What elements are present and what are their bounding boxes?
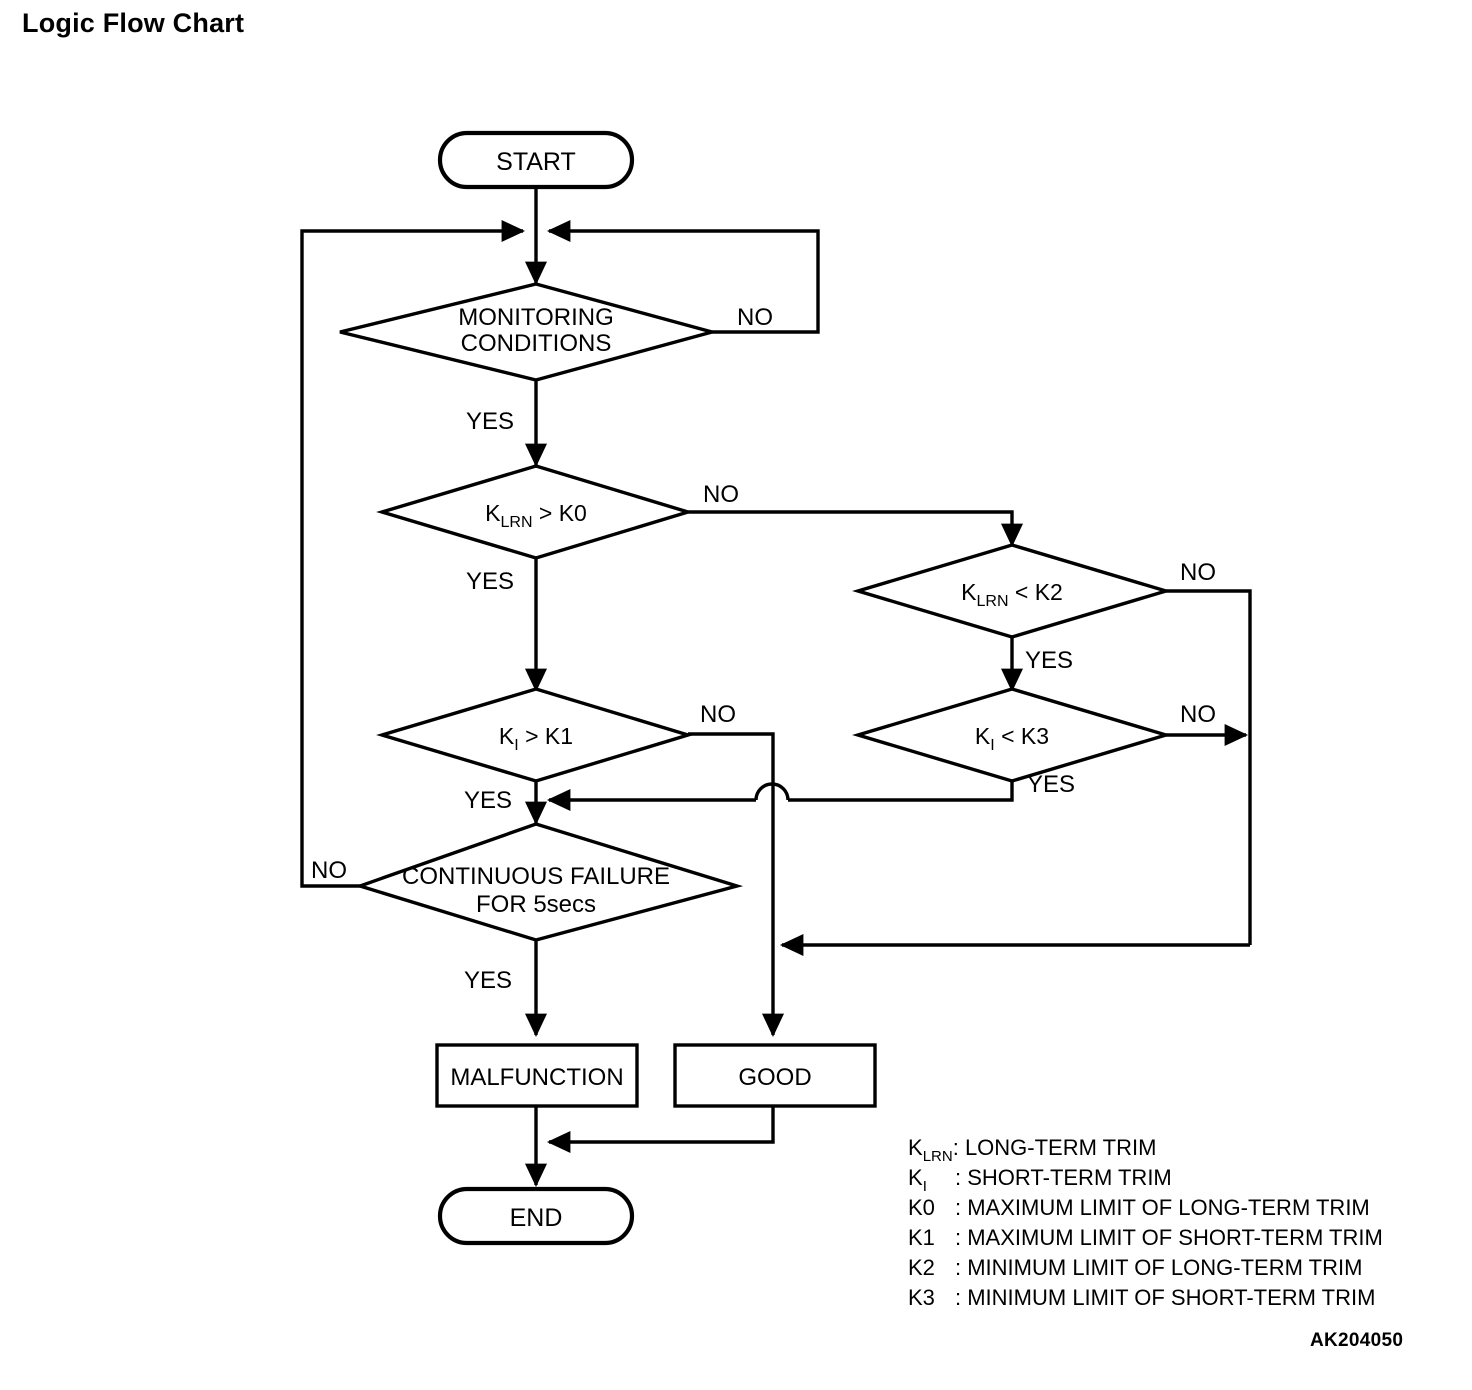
node-good[interactable]: GOOD (673, 1043, 877, 1108)
legend-row-2: K0: MAXIMUM LIMIT OF LONG-TERM TRIM (908, 1195, 1370, 1220)
node-continuous-failure[interactable]: CONTINUOUS FAILURE FOR 5secs (354, 822, 744, 942)
legend: KLRN: LONG-TERM TRIM KI: SHORT-TERM TRIM… (908, 1135, 1383, 1310)
node-ki-gt-k1[interactable]: KI > K1 (376, 687, 694, 783)
label-klrn-gt-k0-yes: YES (466, 568, 514, 595)
label-ki-gt-k1-yes: YES (464, 787, 512, 814)
page-title: Logic Flow Chart (22, 8, 245, 38)
label-monitor-yes: YES (466, 408, 514, 435)
edge-monitor-no-loopback (546, 219, 820, 334)
node-continuous-failure-line1: CONTINUOUS FAILURE (402, 863, 670, 890)
edge-klrn-gt-k0-no (688, 510, 1024, 548)
legend-row-1: KI: SHORT-TERM TRIM (908, 1165, 1172, 1195)
node-malfunction-label: MALFUNCTION (450, 1064, 623, 1091)
node-klrn-gt-k0[interactable]: KLRN > K0 (376, 464, 694, 560)
edge-good-to-end (546, 1106, 775, 1154)
node-end-label: END (510, 1204, 563, 1232)
node-monitoring-line2: CONDITIONS (461, 330, 612, 357)
node-start[interactable]: START (437, 130, 635, 190)
legend-row-3: K1: MAXIMUM LIMIT OF SHORT-TERM TRIM (908, 1225, 1383, 1250)
label-klrn-lt-k2-yes: YES (1025, 647, 1073, 674)
node-continuous-failure-line2: FOR 5secs (476, 891, 596, 918)
node-end[interactable]: END (437, 1186, 635, 1246)
node-good-label: GOOD (738, 1064, 811, 1091)
node-monitoring-conditions[interactable]: MONITORING CONDITIONS (339, 282, 719, 382)
node-ki-lt-k3-label: KI < K3 (975, 723, 1049, 754)
node-klrn-gt-k0-label: KLRN > K0 (485, 500, 587, 531)
legend-row-5: K3: MINIMUM LIMIT OF SHORT-TERM TRIM (908, 1285, 1375, 1310)
figure-code: AK204050 (1310, 1330, 1404, 1351)
label-ki-lt-k3-no: NO (1180, 701, 1216, 728)
legend-row-0: KLRN: LONG-TERM TRIM (908, 1135, 1156, 1165)
node-klrn-lt-k2-label: KLRN < K2 (961, 579, 1063, 610)
label-ki-lt-k3-yes: YES (1027, 771, 1075, 798)
node-malfunction[interactable]: MALFUNCTION (435, 1043, 639, 1108)
edge-contfail-no-loopback (300, 219, 526, 888)
legend-row-4: K2: MINIMUM LIMIT OF LONG-TERM TRIM (908, 1255, 1362, 1280)
edge-ki-gt-k1-no (688, 732, 785, 1038)
label-contfail-yes: YES (464, 967, 512, 994)
node-monitoring-line1: MONITORING (458, 304, 614, 331)
label-ki-gt-k1-no: NO (700, 701, 736, 728)
node-start-label: START (496, 148, 576, 176)
label-monitor-no: NO (737, 304, 773, 331)
node-ki-lt-k3[interactable]: KI < K3 (852, 687, 1172, 783)
edge-ki-lt-k3-yes (546, 782, 1014, 812)
label-contfail-no: NO (311, 857, 347, 884)
label-klrn-gt-k0-no: NO (703, 481, 739, 508)
edge-klrn-lt-k2-no (1166, 589, 1252, 945)
node-klrn-lt-k2[interactable]: KLRN < K2 (852, 543, 1172, 639)
node-ki-gt-k1-label: KI > K1 (499, 723, 573, 754)
label-klrn-lt-k2-no: NO (1180, 559, 1216, 586)
